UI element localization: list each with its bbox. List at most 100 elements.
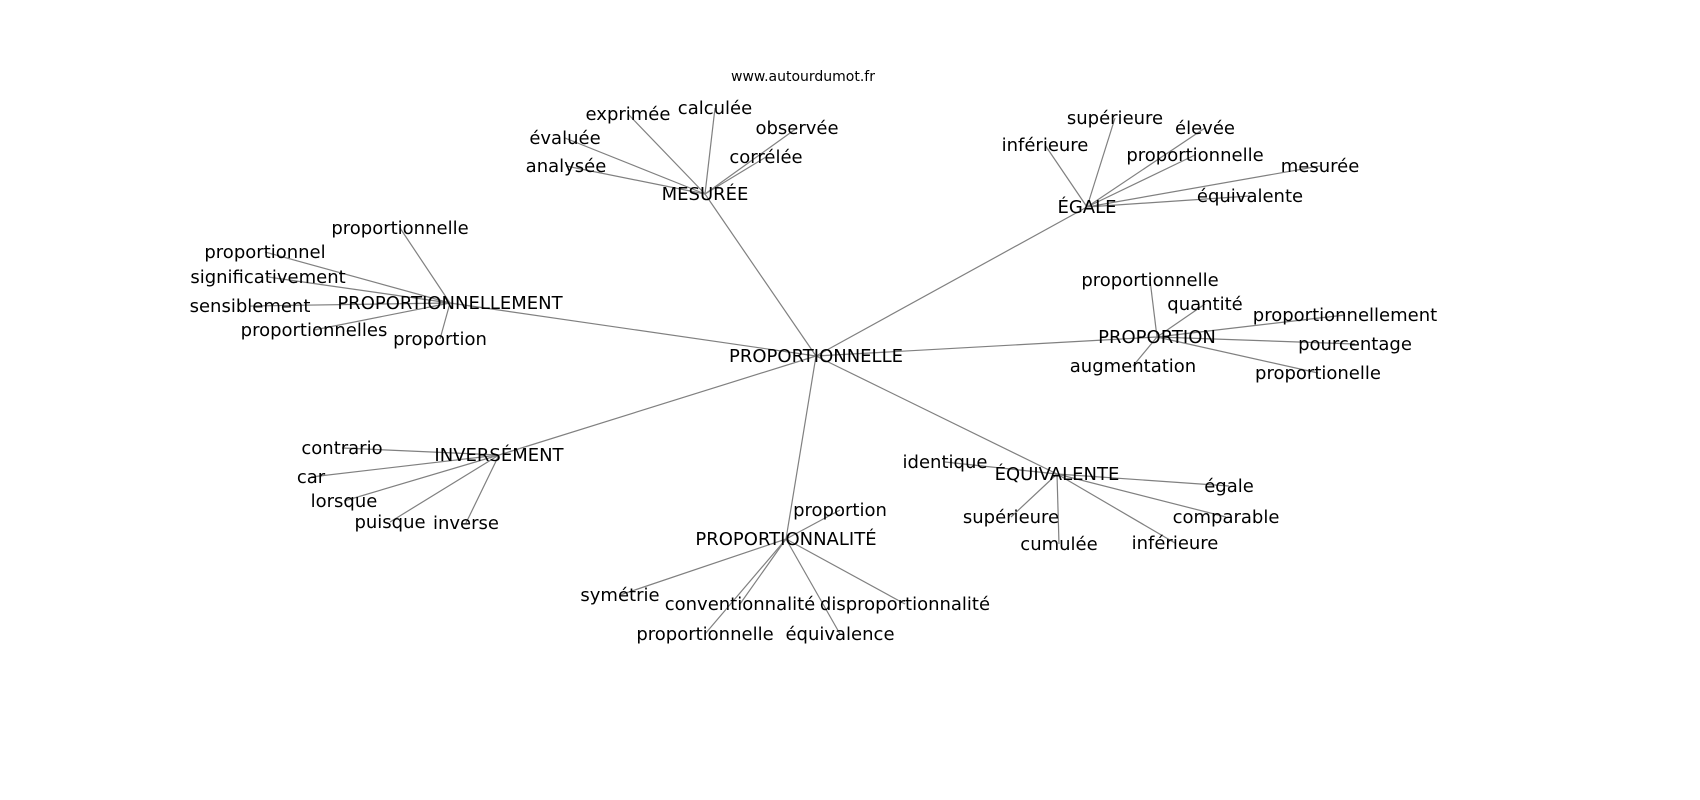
leaf-node-label[interactable]: proportionnelle (636, 624, 773, 645)
edge-center-hub (498, 355, 817, 456)
leaf-node-label[interactable]: proportionnelle (1081, 270, 1218, 291)
edge-hub-leaf (1056, 473, 1060, 545)
hub-node-label[interactable]: ÉGALE (1057, 196, 1116, 218)
edge-hub-leaf (1056, 473, 1227, 518)
leaf-node-label[interactable]: comparable (1173, 507, 1280, 528)
leaf-node-label[interactable]: observée (755, 118, 838, 139)
leaf-node-label[interactable]: inverse (433, 513, 499, 534)
leaf-node-label[interactable]: proportion (393, 329, 487, 350)
edge-hub-leaf (341, 447, 500, 456)
edge-hub-leaf (343, 454, 500, 502)
leaf-node-label[interactable]: augmentation (1070, 356, 1196, 377)
site-title: www.autourdumot.fr (731, 69, 875, 85)
edge-hub-leaf (564, 137, 706, 195)
hub-node-label[interactable]: PROPORTION (1098, 327, 1216, 348)
edge-hub-leaf (1132, 336, 1158, 367)
edge-hub-leaf (704, 107, 716, 195)
leaf-node-label[interactable]: symétrie (580, 585, 659, 606)
edge-hub-leaf (310, 454, 500, 478)
edge-hub-leaf (1044, 144, 1088, 208)
edge-hub-leaf (704, 156, 767, 195)
leaf-node-label[interactable]: quantité (1167, 294, 1242, 315)
leaf-node-label[interactable]: supérieure (963, 507, 1059, 528)
leaf-node-label[interactable]: calculée (678, 98, 752, 119)
edge-hub-leaf (267, 276, 451, 304)
hub-node-label[interactable]: PROPORTIONNELLEMENT (337, 293, 563, 314)
node-labels: PROPORTIONNELLE MESURÉE exprimée calculée év… (190, 98, 1438, 645)
leaf-node-label[interactable]: car (297, 467, 326, 488)
leaf-node-label[interactable]: exprimée (586, 104, 671, 125)
edge-hub-leaf (1056, 473, 1176, 544)
edge-hub-leaf (1086, 195, 1251, 208)
leaf-node-label[interactable]: proportionnelle (1126, 145, 1263, 166)
edge-hub-leaf (313, 302, 451, 331)
hub-node-label[interactable]: ÉQUIVALENTE (995, 463, 1120, 485)
edge-hub-leaf (1086, 165, 1321, 208)
edge-center-hub (704, 193, 817, 357)
edge-center-hub (815, 336, 1158, 357)
edge-center-hub (449, 302, 817, 357)
edge-hub-leaf (785, 509, 841, 540)
leaf-node-label[interactable]: équivalente (1197, 186, 1303, 207)
edge-hub-leaf (704, 538, 787, 635)
leaf-node-label[interactable]: mesurée (1281, 156, 1360, 177)
leaf-node-label[interactable]: supérieure (1067, 108, 1163, 129)
leaf-node-label[interactable]: proportionnelle (331, 218, 468, 239)
edge-hub-leaf (1156, 336, 1319, 374)
leaf-node-label[interactable]: significativement (190, 267, 345, 288)
edge-hub-leaf (627, 113, 706, 195)
leaf-node-label[interactable]: identique (903, 452, 988, 473)
leaf-node-label[interactable]: sensiblement (190, 296, 311, 317)
leaf-node-label[interactable]: évaluée (529, 128, 600, 149)
edge-hub-leaf (1086, 127, 1206, 208)
hub-node-label[interactable]: MESURÉE (662, 183, 749, 205)
edge-hub-leaf (1156, 314, 1346, 338)
edge-hub-leaf (739, 538, 787, 605)
leaf-node-label[interactable]: élevée (1175, 118, 1235, 139)
edge-hub-leaf (565, 165, 706, 195)
leaf-node-label[interactable]: puisque (354, 512, 425, 533)
leaf-node-label[interactable]: équivalence (785, 624, 894, 645)
edge-hub-leaf (439, 302, 451, 340)
edge-center-hub (785, 355, 817, 540)
leaf-node-label[interactable]: inférieure (1132, 533, 1219, 554)
edge-hub-leaf (1086, 117, 1116, 208)
leaf-node-label[interactable]: analysée (526, 156, 607, 177)
edges (249, 107, 1356, 635)
leaf-node-label[interactable]: pourcentage (1298, 334, 1412, 355)
leaf-node-label[interactable]: proportionnelles (241, 320, 388, 341)
edge-hub-leaf (785, 538, 841, 635)
edge-hub-leaf (1149, 279, 1158, 338)
edge-hub-leaf (249, 302, 451, 307)
edge-hub-leaf (1010, 473, 1058, 518)
edge-hub-leaf (264, 251, 451, 304)
leaf-node-label[interactable]: lorsque (311, 491, 378, 512)
hub-node-label[interactable]: PROPORTIONNALITÉ (695, 528, 876, 550)
edge-center-hub (815, 206, 1088, 357)
edge-hub-leaf (1086, 154, 1196, 208)
edge-hub-leaf (619, 538, 787, 596)
edge-center-hub (815, 355, 1058, 475)
edge-hub-leaf (389, 454, 500, 523)
leaf-node-label[interactable]: proportionnel (204, 242, 325, 263)
leaf-node-label[interactable]: proportionelle (1255, 363, 1381, 384)
leaf-node-label[interactable]: inférieure (1002, 135, 1089, 156)
edge-hub-leaf (1156, 336, 1356, 345)
leaf-node-label[interactable]: proportion (793, 500, 887, 521)
leaf-node-label[interactable]: égale (1204, 476, 1254, 497)
edge-hub-leaf (399, 227, 451, 304)
edge-hub-leaf (704, 127, 798, 195)
leaf-node-label[interactable]: conventionnalité (665, 594, 816, 615)
edge-hub-leaf (944, 461, 1058, 475)
leaf-node-label[interactable]: contrario (301, 438, 382, 459)
hub-node-label[interactable]: INVERSÉMENT (434, 444, 564, 466)
edge-hub-leaf (465, 454, 500, 524)
edge-hub-leaf (1056, 473, 1230, 487)
leaf-node-label[interactable]: cumulée (1020, 534, 1097, 555)
center-node-label[interactable]: PROPORTIONNELLE (729, 346, 903, 367)
leaf-node-label[interactable]: disproportionnalité (820, 594, 990, 615)
edge-hub-leaf (785, 538, 906, 605)
leaf-node-label[interactable]: corrélée (729, 147, 802, 168)
leaf-node-label[interactable]: proportionnellement (1253, 305, 1437, 326)
